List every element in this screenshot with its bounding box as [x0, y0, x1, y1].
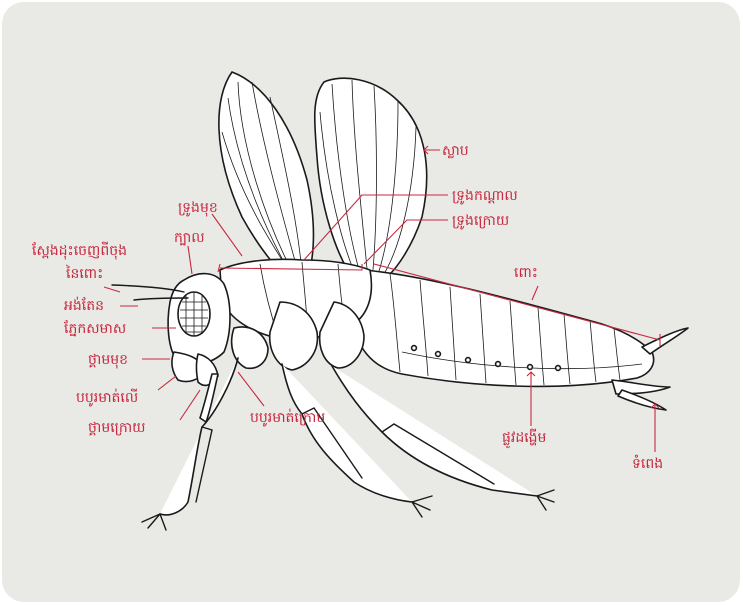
label-spiracle: ផ្លូវដង្ហើម — [502, 428, 547, 449]
label-prothorax: ទ្រូងមុខ — [178, 200, 218, 217]
label-cerci: ទំពេង — [632, 454, 663, 472]
label-antenna: អង់តែន — [64, 296, 104, 314]
label-labial-palp: បបូរមាត់ក្រោម — [250, 408, 325, 427]
label-metathorax: ទ្រូងក្រោយ — [452, 213, 509, 230]
label-head: ក្បាល — [174, 230, 205, 246]
label-mesothorax: ទ្រូងកណ្ដាល — [452, 188, 518, 205]
label-ocelli-line2: នៃពោះ — [65, 264, 103, 282]
label-wings: ស្លាប — [442, 143, 469, 159]
thorax-illustration — [220, 259, 371, 370]
label-mandible: ថ្គាមក្រោយ — [88, 420, 146, 436]
label-ocelli-line1: ស្ពែងដុះចេញពីចុង — [32, 241, 127, 260]
wings-illustration — [219, 72, 427, 290]
label-labrum: ថ្គាមមុខ — [88, 352, 128, 369]
label-maxillary-palp: បបូរមាត់លើ — [76, 388, 138, 407]
label-compound-eye: ភ្នែកសមាស — [64, 320, 126, 337]
label-abdomen: ពោះ — [514, 265, 538, 281]
abdomen-illustration — [352, 270, 688, 410]
